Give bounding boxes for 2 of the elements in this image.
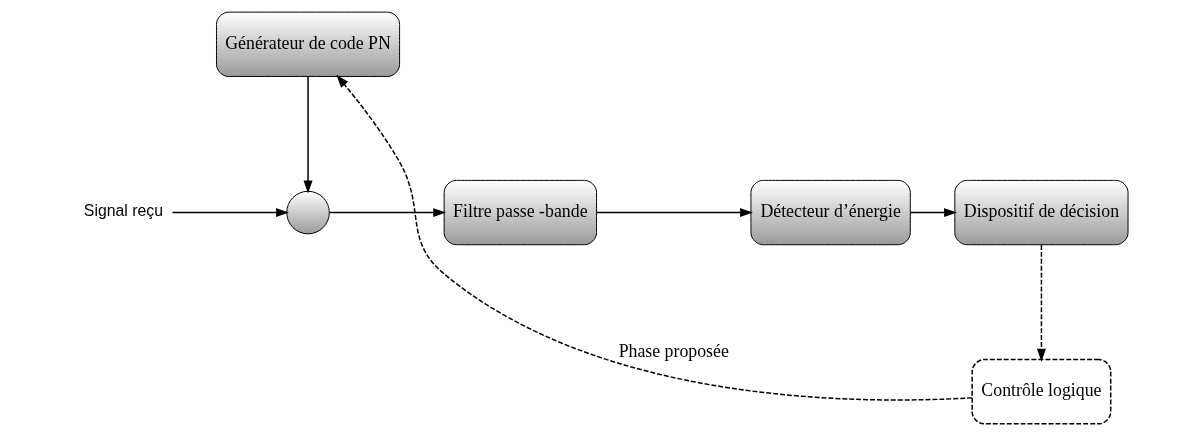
- edge-label: Phase proposée: [618, 341, 729, 362]
- node-text: Signal reçu: [83, 202, 164, 220]
